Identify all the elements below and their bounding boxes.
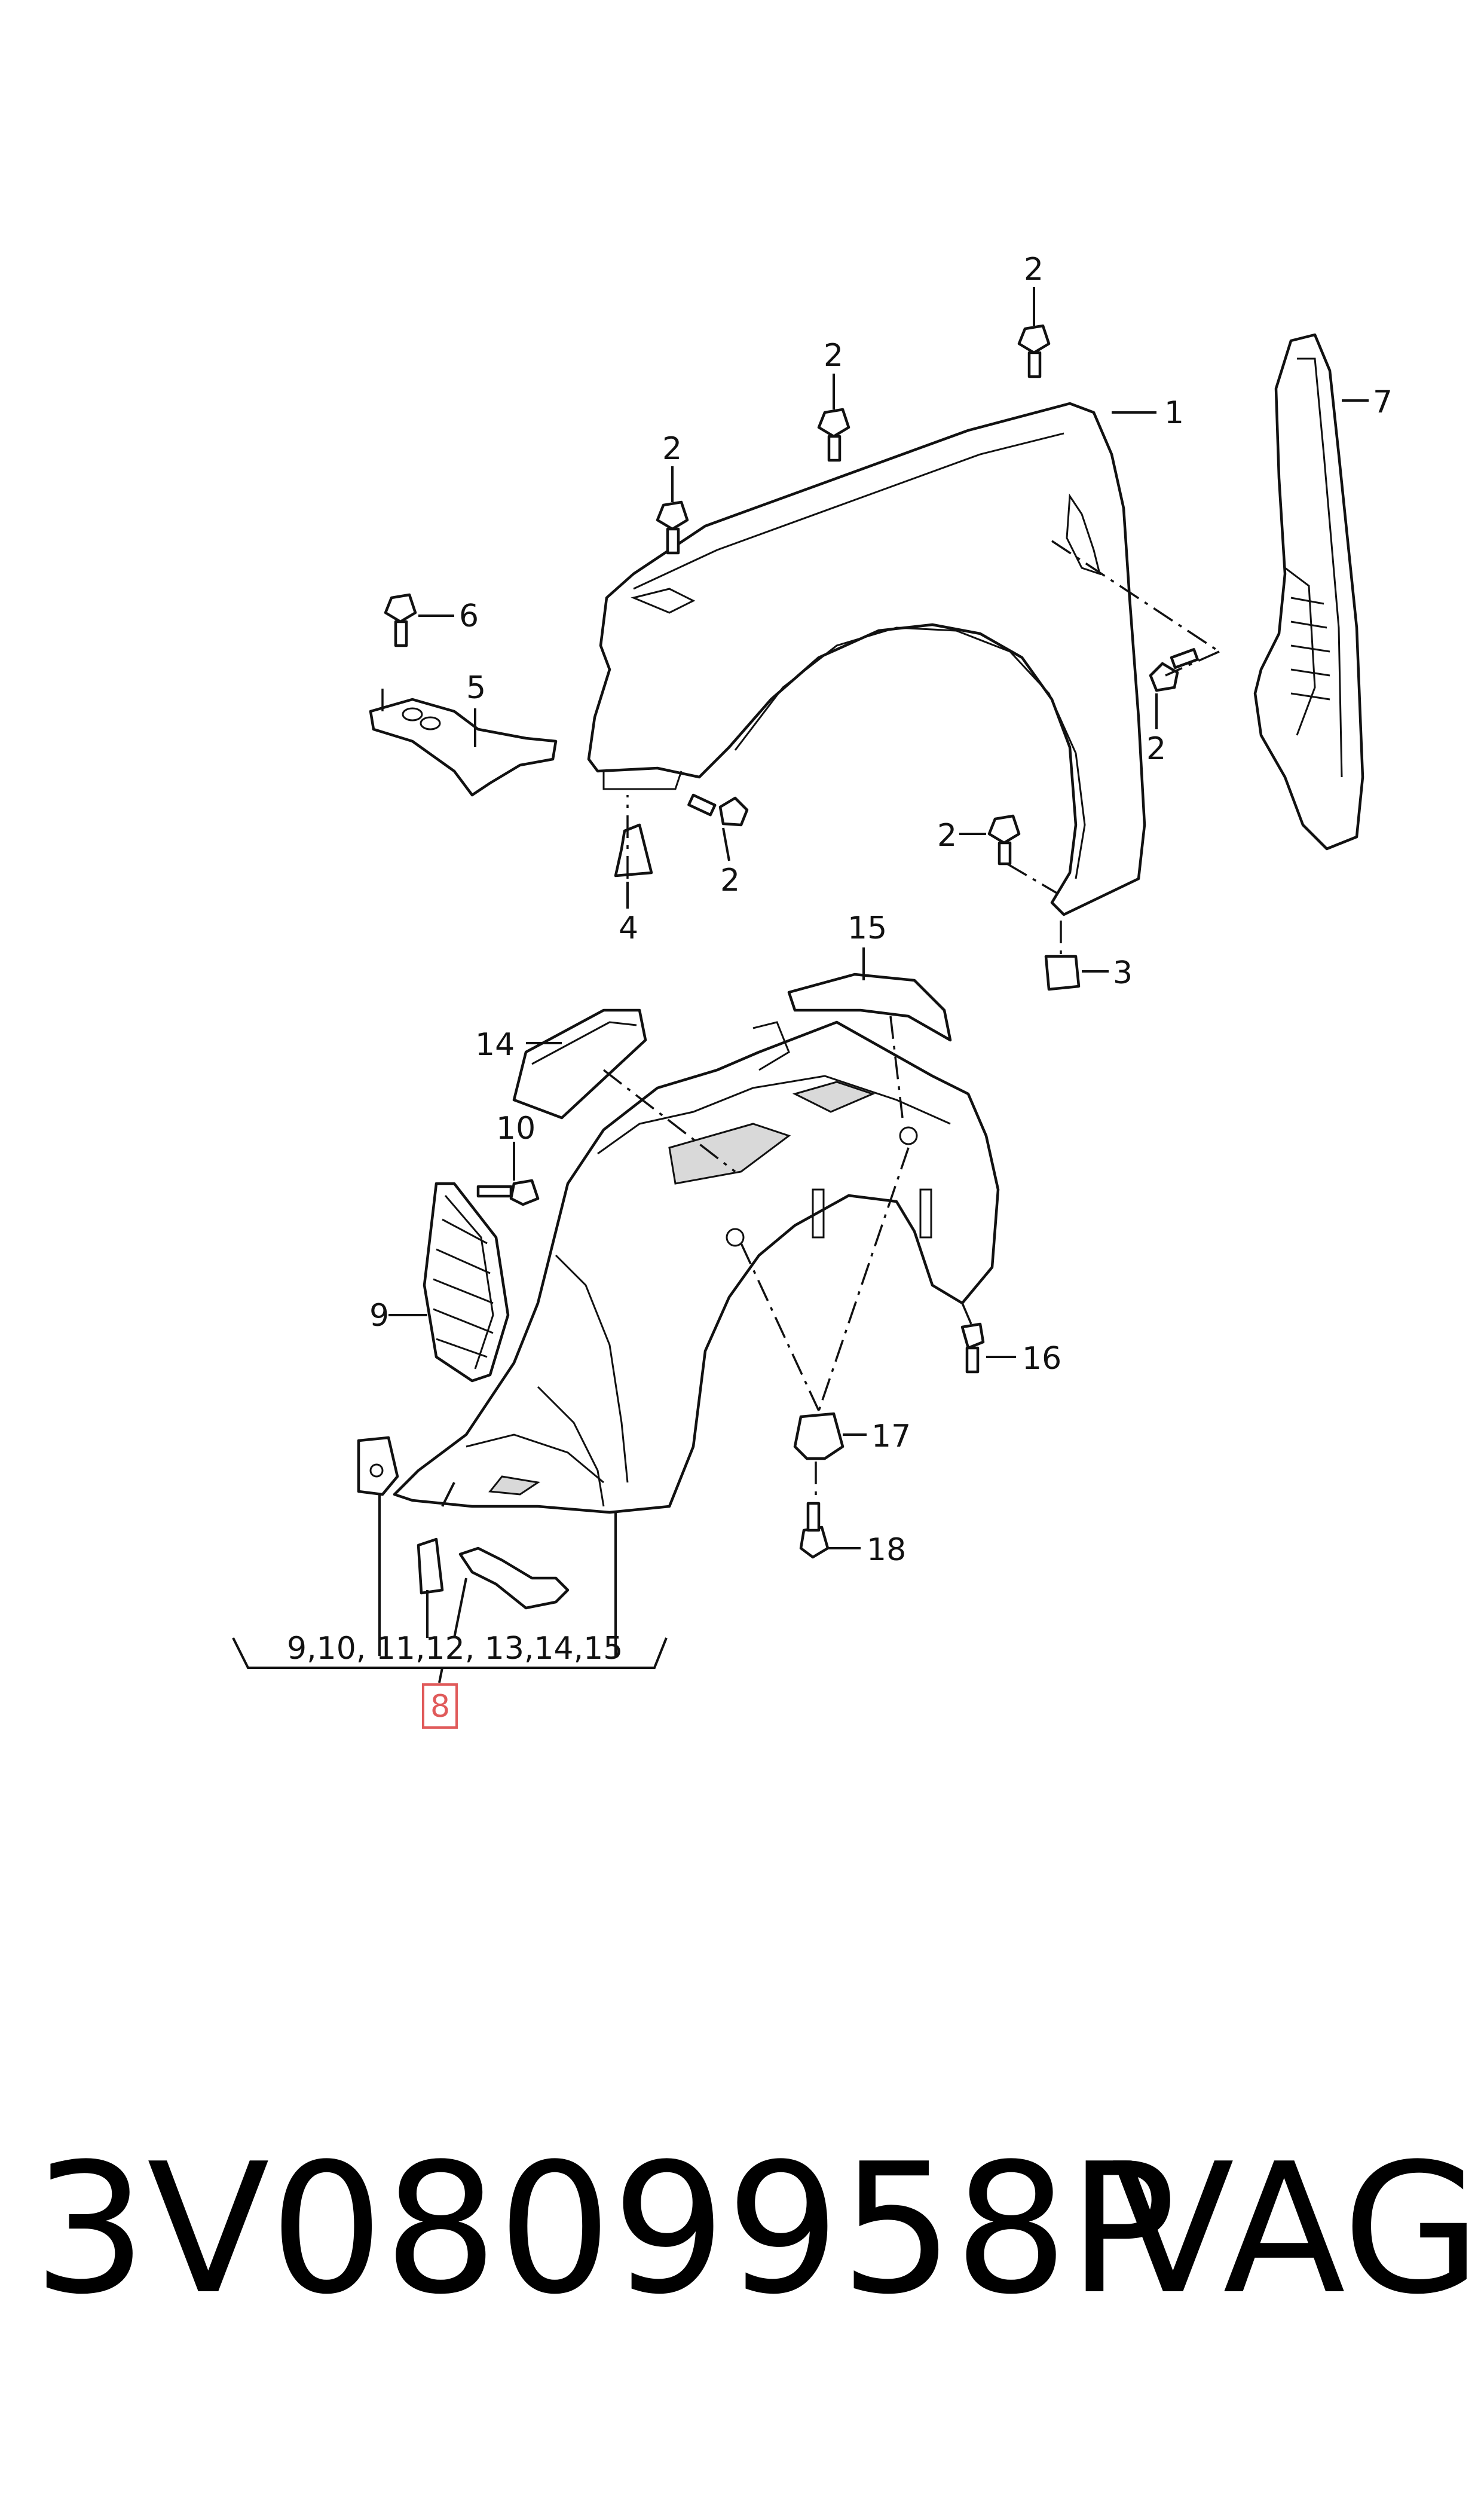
callout-2: 2 [937,818,957,854]
callout-15: 15 [847,910,887,946]
pad-part-14 [512,1008,647,1120]
clip-part-11 [357,1436,399,1496]
bolt-icon [1017,324,1051,378]
wheel-liner-part [393,1020,1000,1514]
callout-labels: 1 2 2 2 2 2 2 3 4 5 6 7 9 10 14 15 16 17… [287,252,1393,1667]
bolt-icon [384,593,417,647]
callout-2: 2 [720,863,740,898]
callout-2: 2 [662,431,682,467]
screw-icon [799,1502,830,1559]
callout-10: 10 [496,1111,536,1147]
callout-1: 1 [1164,395,1184,431]
callout-3: 3 [1113,955,1133,991]
callout-2: 2 [1146,731,1166,767]
callout-6: 6 [459,598,479,634]
screw-icon [960,1322,985,1374]
clip-icon [614,823,653,878]
foam-pad-part-12 [417,1537,444,1595]
callout-18: 18 [867,1532,906,1568]
nut-icon [1044,955,1081,991]
bolt-icon [656,500,689,555]
callout-4: 4 [619,910,638,946]
highlight-box [422,1683,458,1729]
callout-14: 14 [475,1027,515,1063]
bolt-icon [687,793,749,827]
strip-part-13 [458,1546,570,1610]
seal-strip-part [1253,333,1364,851]
brand-text: VAG [1112,2125,1482,2334]
screw-icon [476,1179,540,1206]
callout-9: 9 [369,1298,389,1334]
pad-part-15 [787,973,952,1042]
fender-part [587,402,1146,916]
bolt-icon [987,814,1021,866]
bolt-icon [817,408,850,462]
vent-grille-part [423,1182,510,1383]
assembly-lines [602,540,1220,1503]
callout-16: 16 [1022,1341,1061,1377]
callout-5: 5 [466,670,486,706]
bolt-icon [1149,648,1199,692]
callout-8: 8 [430,1689,450,1725]
callout-17: 17 [871,1419,911,1454]
callout-2: 2 [1024,252,1044,288]
highlighted-part-8: 8 [422,1683,458,1729]
clip-nut-icon [793,1412,844,1460]
leader-lines [232,287,1369,1683]
part-number-text: 3V0809958P [33,2125,1177,2334]
group-label: 9,10, 11,12, 13,14,15 [287,1631,623,1667]
callout-2: 2 [824,338,843,374]
callout-7: 7 [1373,384,1393,420]
bracket-part [369,687,558,797]
